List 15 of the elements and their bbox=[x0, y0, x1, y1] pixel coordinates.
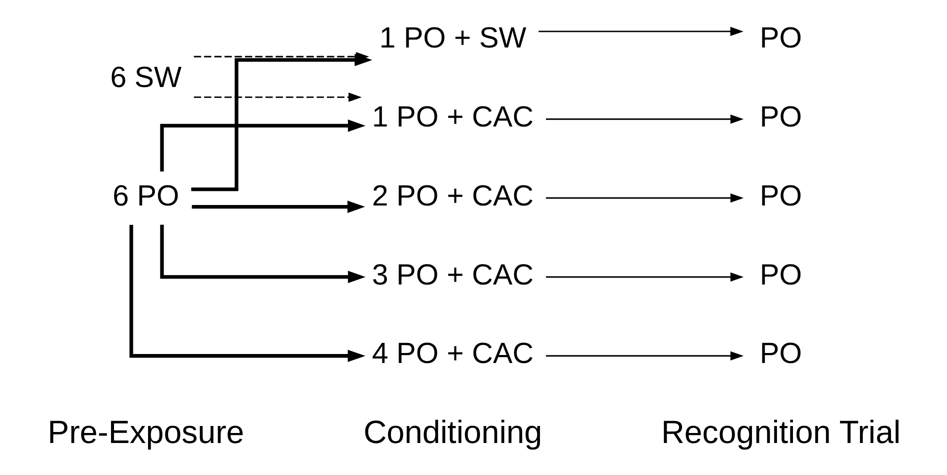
node-text: PO bbox=[759, 259, 802, 292]
node-text: 4 PO + CAC bbox=[372, 338, 534, 370]
label: Conditioning bbox=[362, 414, 542, 450]
node-text: 1 PO + CAC bbox=[372, 101, 534, 134]
label: Recognition Trial bbox=[660, 414, 900, 450]
label: Pre-Exposure bbox=[47, 414, 244, 450]
node-text: PO bbox=[759, 338, 802, 370]
node-text: PO bbox=[759, 101, 802, 134]
node-text: 6 PO bbox=[112, 180, 179, 212]
node-text: 1 PO + SW bbox=[378, 22, 526, 55]
node-text: PO bbox=[759, 180, 802, 212]
node-text: 3 PO + CAC bbox=[372, 259, 534, 292]
node-text: 6 SW bbox=[110, 62, 182, 94]
node-text: 2 PO + CAC bbox=[372, 180, 534, 212]
node-text: PO bbox=[759, 22, 802, 55]
